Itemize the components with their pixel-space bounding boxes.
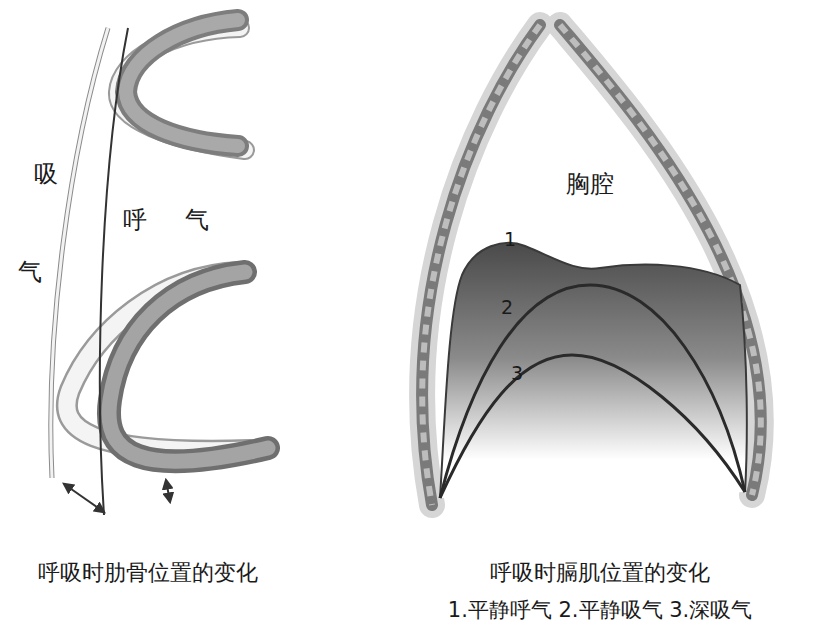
chest-figure (422, 25, 761, 505)
vertical-label: 吸 (34, 160, 58, 189)
region-label: 胸腔 (566, 170, 614, 199)
figure-caption: 呼吸时膈肌位置的变化 (490, 560, 710, 586)
callout-number: 2 (501, 296, 513, 319)
motion-label: 呼气 (84, 206, 247, 235)
vertical-label: 气 (18, 258, 42, 287)
rib-figure (51, 20, 268, 515)
caption-legend: 1.平静呼气 2.平静吸气 3.深吸气 (448, 598, 752, 623)
callout-number: 3 (511, 362, 523, 385)
figure-caption: 呼吸时肋骨位置的变化 (38, 560, 258, 586)
callout-number: 1 (504, 228, 516, 251)
